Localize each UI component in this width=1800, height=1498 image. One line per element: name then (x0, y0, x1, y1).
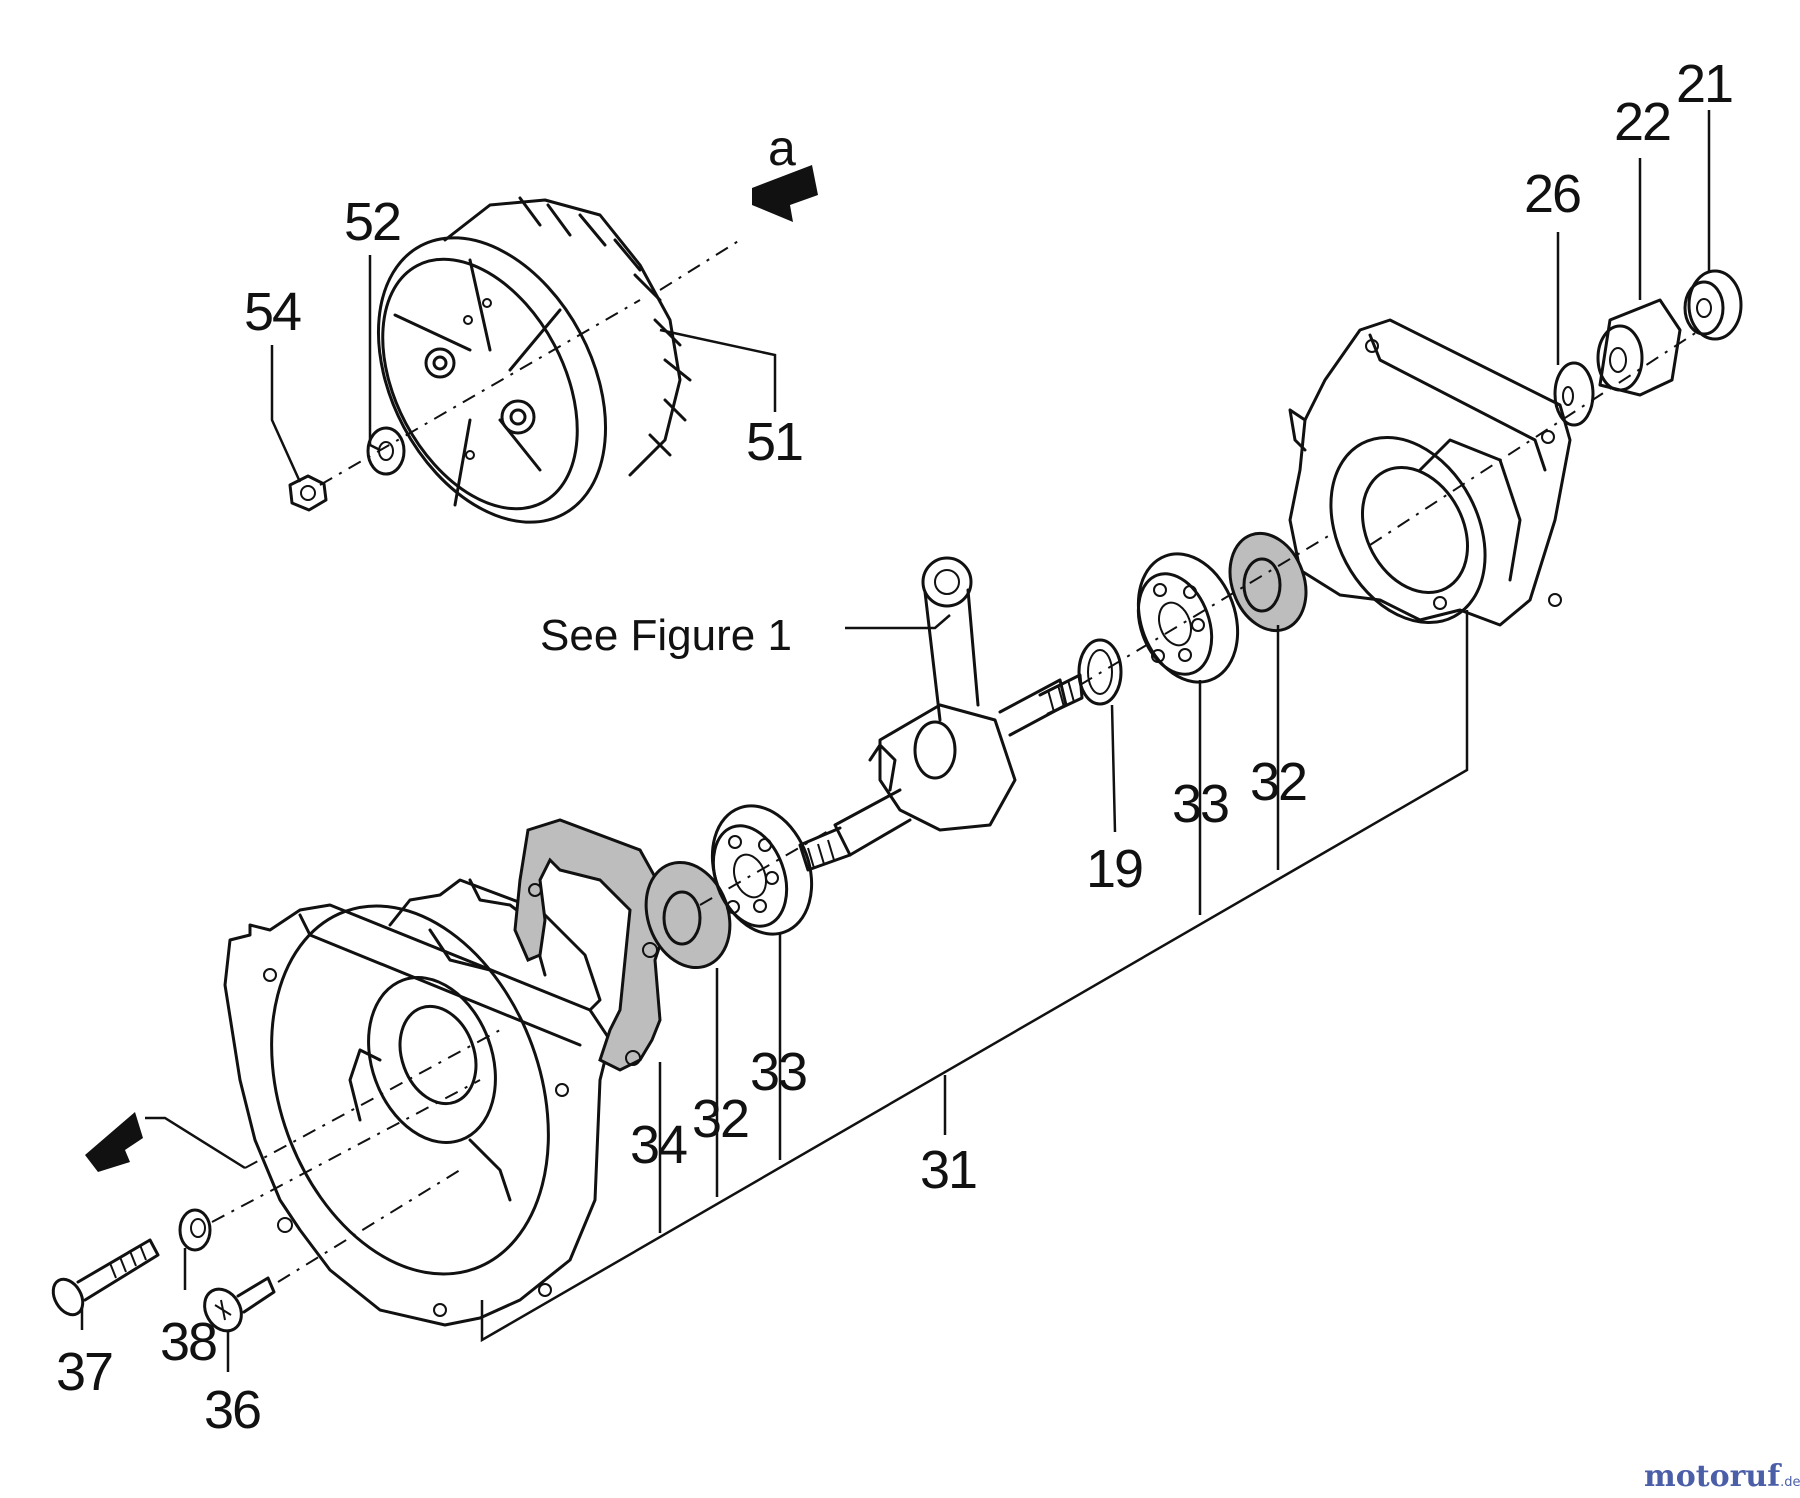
watermark-suffix: .de (1780, 1475, 1800, 1490)
ring-19 (1077, 638, 1123, 706)
bolt-37 (51, 1238, 160, 1317)
label-part-54: 54 (244, 282, 301, 342)
seal-26 (1553, 361, 1595, 427)
flywheel (376, 196, 692, 524)
bearing-33-right (1136, 552, 1240, 684)
svg-text:motoruf.de: motoruf.de (1644, 1459, 1800, 1494)
label-part-26: 26 (1524, 164, 1580, 224)
crank-axis-mid (1079, 534, 1331, 686)
bolt-36 (203, 1276, 276, 1333)
watermark: motoruf.de (1644, 1459, 1800, 1494)
watermark-brand: motoruf (1644, 1459, 1782, 1494)
label-part-22: 22 (1614, 92, 1670, 152)
seal-32-right (1228, 531, 1308, 633)
label-part-36: 36 (204, 1380, 260, 1440)
label-part-33-left: 33 (750, 1042, 806, 1102)
crankshaft (798, 556, 1084, 872)
label-part-32-left: 32 (692, 1089, 748, 1149)
washer-38 (178, 1208, 212, 1252)
view-arrow-icon (752, 165, 818, 222)
label-part-19: 19 (1086, 839, 1142, 899)
exit-arrow-icon (85, 1112, 143, 1172)
label-part-33-right: 33 (1172, 774, 1228, 834)
label-part-32-right: 32 (1250, 752, 1306, 812)
label-part-21: 21 (1676, 54, 1732, 114)
crankcase-half-left (223, 878, 612, 1327)
bolt-axis-lower (277, 1169, 461, 1283)
reference-leader (845, 614, 951, 630)
view-marker-label: a (768, 120, 796, 176)
label-part-51: 51 (746, 412, 802, 472)
flywheel-washer (366, 426, 406, 476)
label-part-34: 34 (630, 1115, 687, 1175)
crank-axis-left (699, 829, 831, 906)
reference-note: See Figure 1 (540, 611, 792, 660)
gasket-34 (513, 818, 667, 1072)
crank-axis-right (1369, 329, 1701, 546)
bolt-axis-upper (211, 1079, 481, 1223)
flywheel-nut (288, 474, 328, 512)
view-axis (659, 239, 741, 291)
sleeve-22 (1596, 298, 1682, 397)
label-part-37: 37 (56, 1342, 112, 1402)
label-part-52: 52 (344, 192, 400, 252)
label-part-31: 31 (920, 1140, 976, 1200)
bearing-33-left (710, 804, 814, 936)
crankcase-half-right (1288, 318, 1572, 627)
exit-arrow-leader (145, 1116, 246, 1170)
case-axis (244, 1029, 501, 1169)
label-part-38: 38 (160, 1312, 216, 1372)
nut-21 (1683, 269, 1743, 341)
flywheel-axis (319, 299, 641, 486)
leader-lines (80, 110, 1711, 1372)
